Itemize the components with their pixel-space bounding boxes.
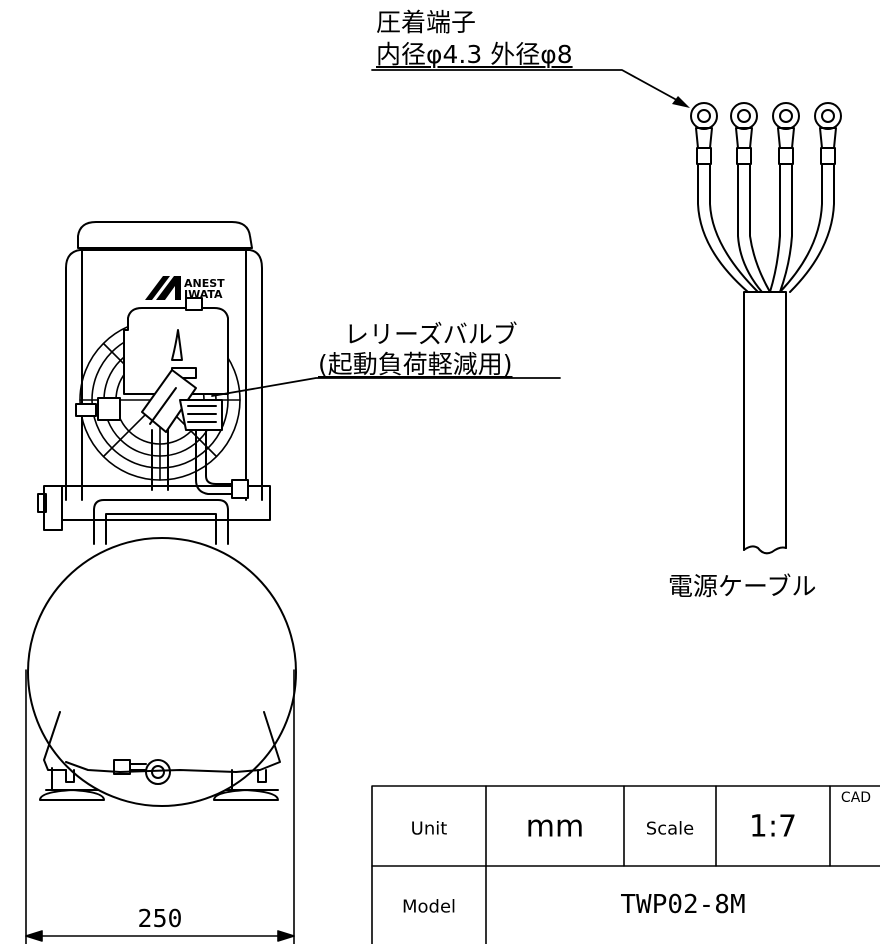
tank-feet xyxy=(43,711,281,773)
unit-label: Unit xyxy=(410,818,448,840)
power-cable-label: 電源ケーブル xyxy=(668,572,817,601)
title-block xyxy=(371,785,880,944)
dimension-line xyxy=(25,669,295,944)
compressor-drawing xyxy=(25,221,297,944)
brand-name-line1: ANEST xyxy=(184,277,225,290)
brand-logo-mark xyxy=(145,276,181,300)
tank-handle xyxy=(93,499,229,545)
model-value: TWP02-8M xyxy=(620,890,746,920)
width-dimension-value: 250 xyxy=(137,904,183,933)
cable-sheath xyxy=(743,291,787,551)
motor-cover xyxy=(77,221,253,249)
brand-name-line2: IWATA xyxy=(184,288,223,301)
release-valve-note: (起動負荷軽減用) xyxy=(318,350,513,379)
model-label: Model xyxy=(401,896,457,918)
release-valve-label: レリーズバルブ xyxy=(344,320,518,349)
scale-label: Scale xyxy=(645,818,695,840)
cad-label: CAD xyxy=(840,790,872,806)
power-cable-drawing xyxy=(690,102,842,555)
valve-housing xyxy=(123,307,229,395)
air-tank xyxy=(27,537,297,807)
release-valve-leader xyxy=(211,377,561,397)
terminal-title-label: 圧着端子 xyxy=(376,8,477,37)
crimp-terminals xyxy=(690,102,842,165)
terminal-spec-label: 内径φ4.3 外径φ8 xyxy=(376,40,573,69)
scale-value: 1:7 xyxy=(748,809,798,845)
terminal-leader xyxy=(371,69,685,105)
unit-value: mm xyxy=(525,809,585,845)
